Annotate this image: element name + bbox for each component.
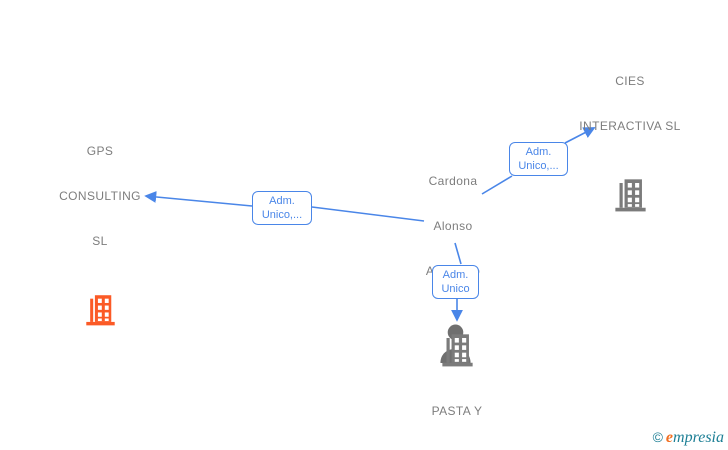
node-cies-interactiva[interactable]: CIES INTERACTIVA SL: [570, 44, 690, 212]
edge-label-adm-unico-pasta[interactable]: Adm. Unico: [432, 265, 479, 299]
node-gps-consulting[interactable]: GPS CONSULTING SL: [40, 114, 160, 326]
company-name: PASTA Y PINCHOS SL: [417, 404, 497, 450]
building-icon[interactable]: [85, 292, 116, 326]
edge-label-adm-unico-gps[interactable]: Adm. Unico,...: [252, 191, 312, 225]
edge-person-to-gps-arrow: [144, 190, 253, 207]
building-icon[interactable]: [441, 330, 474, 368]
edge-person-to-pasta-upper: [454, 242, 462, 265]
brand-initial: e: [665, 429, 674, 446]
edge-person-to-cies-lower: [481, 175, 513, 195]
copyright-icon: ©: [652, 429, 663, 445]
edge-person-to-cies-arrow: [564, 127, 596, 144]
edge-person-to-gps-right: [311, 206, 425, 222]
company-name: GPS CONSULTING SL: [59, 144, 141, 248]
edge-label-adm-unico-cies[interactable]: Adm. Unico,...: [509, 142, 568, 176]
building-icon[interactable]: [614, 176, 647, 212]
node-pasta-y-pinchos[interactable]: PASTA Y PINCHOS SL: [397, 330, 517, 450]
brand-text: mpresia: [673, 429, 724, 446]
company-name: CIES INTERACTIVA SL: [579, 74, 681, 133]
empresia-logo[interactable]: ©empresia: [653, 429, 724, 447]
